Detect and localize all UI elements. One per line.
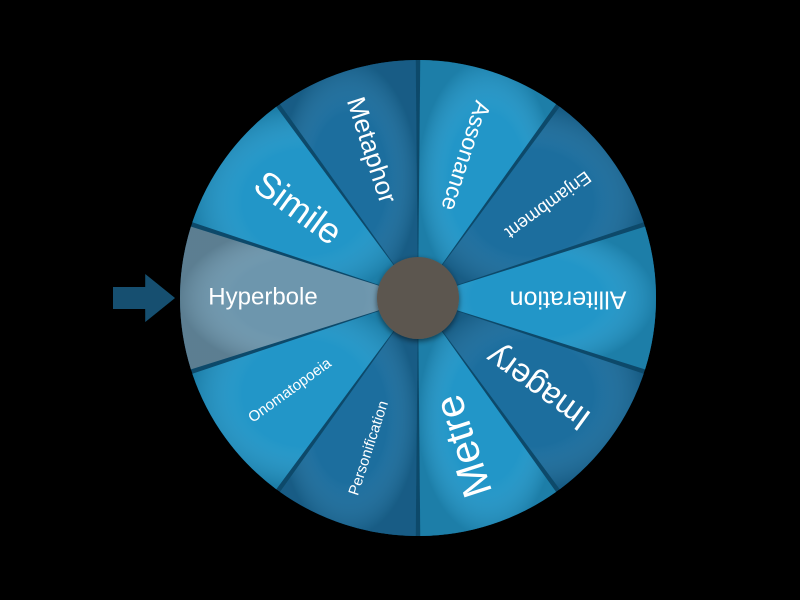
segment-shading [418, 298, 644, 490]
selection-arrow-shape [113, 274, 175, 322]
segment-shading [418, 60, 557, 299]
segment-label: Hyperbole [208, 283, 317, 310]
segment-shading [418, 226, 657, 370]
segment-shading [192, 298, 418, 490]
segment-shading [418, 106, 644, 298]
segment-shading [179, 226, 418, 370]
wheel-shading-overlay [179, 60, 657, 536]
selection-arrow [113, 274, 175, 322]
segment-label: Alliteration [510, 285, 627, 313]
wheel-hub[interactable] [377, 257, 459, 339]
segment-shading [279, 298, 418, 536]
segment-shading [279, 60, 418, 299]
segment-shading [418, 298, 557, 536]
segment-shading [192, 106, 418, 298]
